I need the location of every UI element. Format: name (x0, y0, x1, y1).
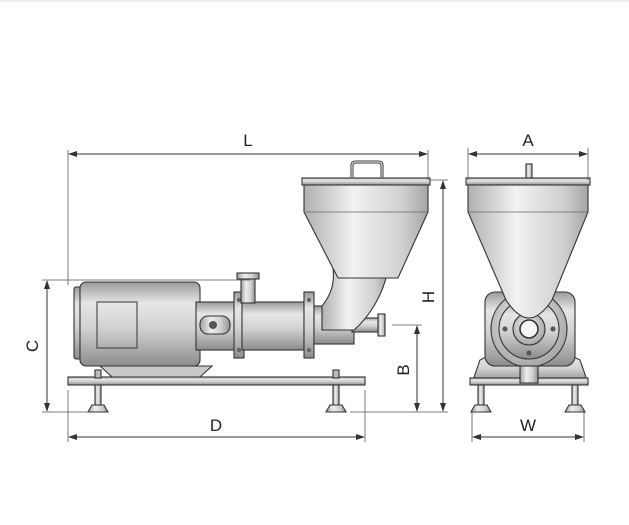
front-foot-right (564, 384, 586, 413)
hopper-lid (301, 177, 431, 186)
label-H: H (419, 291, 438, 303)
motor-nameplate (96, 301, 138, 349)
pump-barrel (241, 301, 305, 351)
motor-housing (79, 281, 201, 367)
front-foot-left (470, 384, 492, 413)
lid-handle (351, 161, 383, 178)
label-D: D (210, 416, 222, 435)
front-hopper (467, 183, 589, 319)
dimension-lines (42, 148, 589, 442)
front-view (465, 163, 591, 413)
dimension-labels: L A C H B D W (23, 131, 536, 435)
label-C: C (23, 340, 42, 352)
side-view (67, 160, 431, 413)
label-L: L (243, 131, 252, 150)
front-hopper-lid (465, 177, 591, 186)
label-A: A (522, 131, 534, 150)
label-B: B (394, 364, 413, 375)
label-W: W (520, 416, 536, 435)
leveling-foot-right (325, 384, 347, 413)
base-plate (67, 376, 366, 386)
leveling-foot-left (87, 384, 109, 413)
hopper (301, 160, 431, 331)
motor (73, 281, 237, 378)
